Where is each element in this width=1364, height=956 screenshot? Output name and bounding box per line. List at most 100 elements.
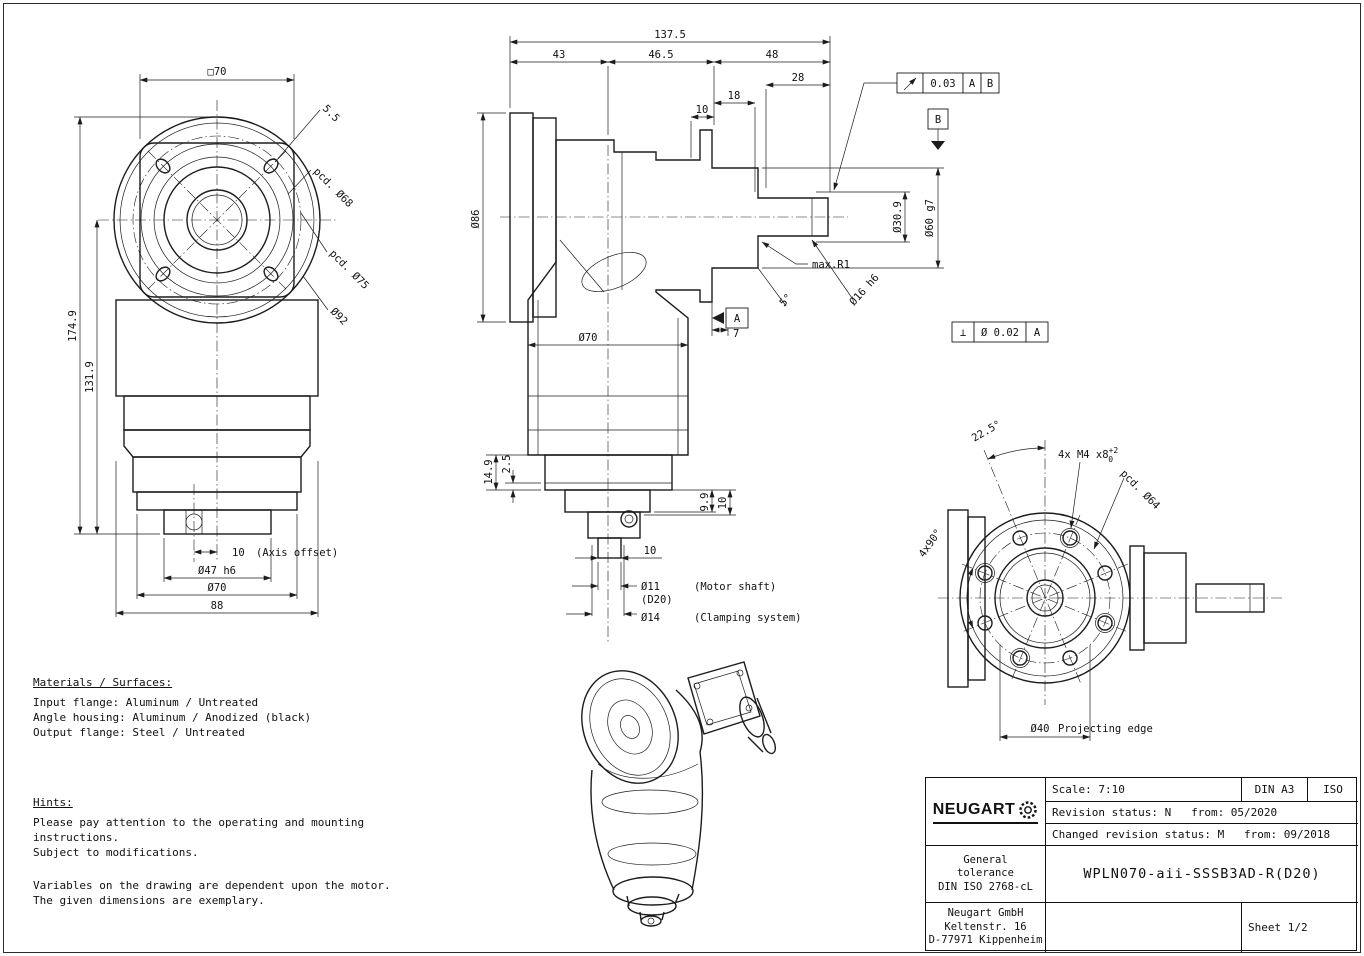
sheet-number-field: Sheet 1/2 xyxy=(1248,921,1308,934)
dim-137-5: 137.5 xyxy=(654,29,686,41)
dim-48: 48 xyxy=(766,49,779,61)
company-line-1: Neugart GmbH xyxy=(947,907,1024,920)
note-motor-shaft: (Motor shaft) xyxy=(694,581,776,593)
datum-b-flag: B xyxy=(927,108,949,150)
general-tolerance-field: General tolerance DIN ISO 2768-cL xyxy=(926,846,1046,903)
side-view: 0.03 A B B A ⊥ Ø 0.02 A xyxy=(470,29,1049,642)
runout-datum-a: A xyxy=(969,78,976,90)
isometric-view xyxy=(581,661,777,927)
perp-datum: A xyxy=(1034,327,1041,339)
dim-18: 18 xyxy=(728,90,741,102)
materials-section: Materials / Surfaces: Input flange: Alum… xyxy=(33,676,453,740)
dim-131-9: 131.9 xyxy=(84,361,96,393)
dim-7: 7 xyxy=(733,328,739,340)
dim-pcd-64: pcd. Ø64 xyxy=(1118,468,1162,512)
materials-line-1: Input flange: Aluminum / Untreated xyxy=(33,695,259,709)
scale-field: Scale: 7:10 xyxy=(1046,778,1242,802)
empty-cell xyxy=(1046,903,1242,952)
brand-name: NEUGART xyxy=(932,800,1016,818)
hints-line-2: Subject to modifications. xyxy=(33,845,199,859)
hints-line-4: The given dimensions are exemplary. xyxy=(33,893,265,907)
datum-b-triangle-icon xyxy=(931,141,945,150)
projection-standard-field: ISO xyxy=(1308,778,1358,802)
dim-axis-offset-note: (Axis offset) xyxy=(256,547,338,559)
dim-174-9: 174.9 xyxy=(67,310,79,342)
hints-line-1: Please pay attention to the operating an… xyxy=(33,816,365,845)
iso-input-flange xyxy=(581,670,679,784)
variables-section: Variables on the drawing are dependent u… xyxy=(33,879,453,909)
perp-symbol-icon: ⊥ xyxy=(960,327,966,339)
materials-line-3: Output flange: Steel / Untreated xyxy=(33,725,245,739)
materials-line-2: Angle housing: Aluminum / Anodized (blac… xyxy=(33,710,312,724)
hints-section: Hints: Please pay attention to the opera… xyxy=(33,796,453,860)
dim-axis-offset: 10 xyxy=(232,547,245,559)
front-view-geometry xyxy=(98,100,336,562)
gdt-perpendicularity-frame: ⊥ Ø 0.02 A xyxy=(951,321,1049,343)
company-line-3: D-77971 Kippenheim xyxy=(928,934,1043,947)
dim-22-5-deg: 22.5° xyxy=(970,418,1003,444)
part-number: WPLN070-aii-SSSB3AD-R(D20) xyxy=(1046,846,1358,903)
dim-d70-front: Ø70 xyxy=(208,582,227,594)
runout-datum-b: B xyxy=(987,78,993,90)
gear-icon xyxy=(1019,800,1037,819)
dim-d40: Ø40 xyxy=(1031,723,1050,735)
dim-d60-g7: Ø60 g7 xyxy=(924,199,936,237)
dim-d86: Ø86 xyxy=(470,210,482,229)
runout-symbol-icon xyxy=(903,77,917,91)
dim-d30-9: Ø30.9 xyxy=(892,201,904,233)
dim-pcd-68: pcd. Ø68 xyxy=(311,166,355,210)
front-dimension-lines xyxy=(74,74,329,617)
side-view-geometry xyxy=(500,112,848,642)
dim-max-r1: max.R1 xyxy=(812,259,850,271)
dim-46-5: 46.5 xyxy=(648,49,673,61)
tolerance-line-3: DIN ISO 2768-cL xyxy=(938,880,1033,893)
tolerance-line-2: tolerance xyxy=(957,867,1014,880)
gdt-runout-frame: 0.03 A B xyxy=(896,72,1000,94)
dim-d14: Ø14 xyxy=(641,612,660,624)
dim-5-deg: 5° xyxy=(777,292,794,309)
perp-tolerance: Ø 0.02 xyxy=(981,327,1019,339)
hints-heading: Hints: xyxy=(33,796,73,810)
hints-line-3: Variables on the drawing are dependent u… xyxy=(33,878,391,892)
dim-d92: Ø92 xyxy=(328,306,350,328)
dim-d16-h6: Ø16 h6 xyxy=(847,272,881,308)
datum-a-flag: A xyxy=(712,307,749,329)
dim-pcd-75: pcd. Ø75 xyxy=(327,248,371,292)
dim-square-70: □70 xyxy=(208,66,227,78)
dim-4x90-deg: 4x90° xyxy=(917,527,945,560)
dim-43: 43 xyxy=(553,49,566,61)
neugart-logo: NEUGART xyxy=(926,778,1046,846)
dim-9-9: 9.9 xyxy=(699,493,711,512)
datum-a-label: A xyxy=(734,313,741,325)
dim-projecting-edge: Projecting edge xyxy=(1058,723,1153,735)
dim-10-bottom: 10 xyxy=(644,545,657,557)
dim-hole-5-5: 5.5 xyxy=(320,103,342,125)
dim-d11: Ø11 xyxy=(641,581,660,593)
front-view: □70 5.5 pcd. Ø68 pcd. Ø75 Ø92 174.9 131.… xyxy=(67,66,371,617)
rear-view-geometry xyxy=(938,440,1285,705)
datum-b-label: B xyxy=(935,114,941,126)
tolerance-line-1: General xyxy=(963,853,1008,866)
runout-tolerance: 0.03 xyxy=(930,78,955,90)
dim-28: 28 xyxy=(792,72,805,84)
paper-format-field: DIN A3 xyxy=(1242,778,1308,802)
notes-block: Materials / Surfaces: Input flange: Alum… xyxy=(33,676,453,908)
revision-status-field: Revision status: N from: 05/2020 xyxy=(1046,802,1358,824)
note-d20: (D20) xyxy=(641,594,673,606)
dim-10-right: 10 xyxy=(717,497,729,510)
changed-revision-field: Changed revision status: M from: 09/2018 xyxy=(1046,824,1358,846)
iso-motor-flange xyxy=(687,661,761,735)
dim-d70-side: Ø70 xyxy=(579,332,598,344)
dim-2-5: 2.5 xyxy=(501,455,513,474)
dim-10-top: 10 xyxy=(696,104,709,116)
company-address: Neugart GmbH Keltenstr. 16 D-77971 Kippe… xyxy=(926,903,1046,952)
rear-dimension-lines xyxy=(966,445,1125,741)
dim-88: 88 xyxy=(211,600,224,612)
title-block: NEUGART Scale: 7:10 DIN A3 ISO Revision … xyxy=(925,777,1358,952)
company-line-2: Keltenstr. 16 xyxy=(944,920,1027,933)
dim-d47: Ø47 h6 xyxy=(198,565,236,577)
